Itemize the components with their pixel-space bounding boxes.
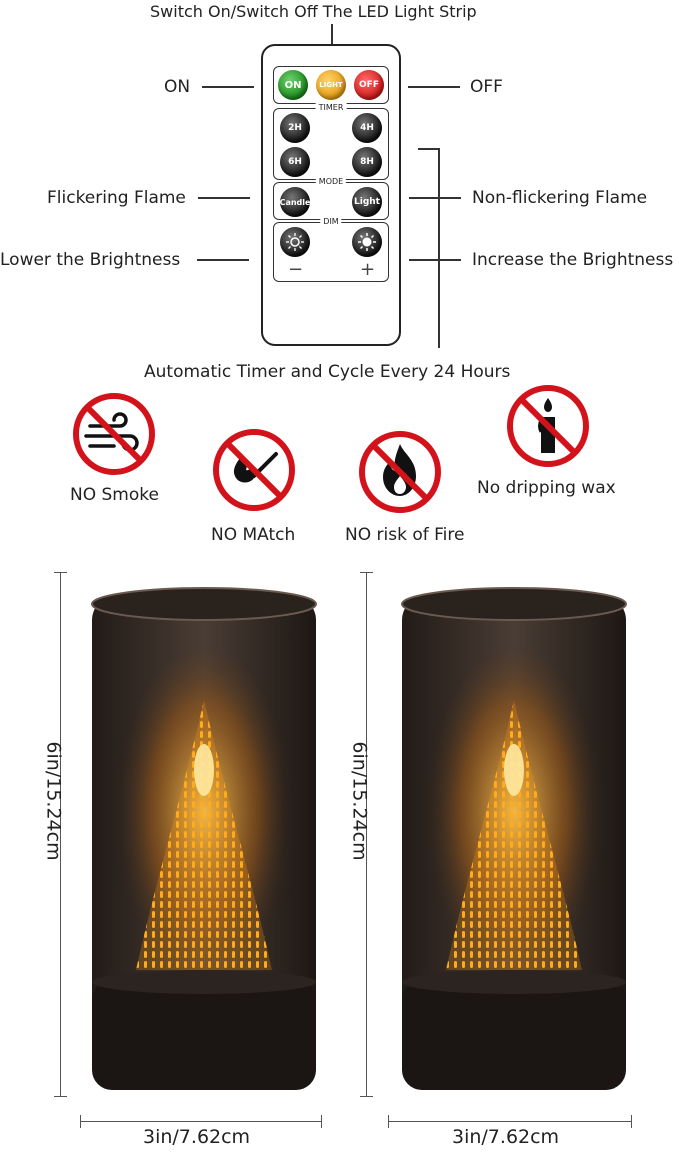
no-match-icon: [213, 429, 295, 511]
width-tick-right-b: [631, 1115, 632, 1128]
candle-mode-button[interactable]: Candle: [280, 187, 310, 217]
pointer-nonflickering: [409, 197, 461, 199]
header-label: Switch On/Switch Off The LED Light Strip: [150, 2, 477, 21]
width-tick-left-a: [80, 1115, 81, 1128]
candle-right: [401, 587, 627, 1090]
height-line-left: [60, 572, 61, 1096]
label-on: ON: [164, 77, 191, 97]
width-tick-right-a: [388, 1115, 389, 1128]
height-tick-right-top: [360, 572, 373, 573]
label-lower: Lower the Brightness: [0, 250, 181, 270]
power-group: ON LIGHT OFF: [273, 66, 389, 104]
dim-title: DIM: [320, 217, 342, 227]
label-flickering: Flickering Flame: [47, 188, 186, 208]
mode-group: MODE Candle Light: [273, 177, 389, 220]
height-tick-left-bottom: [54, 1096, 67, 1097]
pointer-on: [202, 86, 254, 88]
label-off: OFF: [470, 77, 503, 97]
width-tick-left-b: [321, 1115, 322, 1128]
height-line-right: [366, 572, 367, 1096]
on-button[interactable]: ON: [278, 70, 308, 100]
timer-8h-button[interactable]: 8H: [352, 147, 382, 177]
timer-4h-button[interactable]: 4H: [352, 113, 382, 143]
pointer-increase: [409, 259, 461, 261]
height-tick-left-top: [54, 572, 67, 573]
no-fire-icon: [359, 431, 441, 513]
light-mode-button[interactable]: Light: [352, 187, 382, 217]
light-button[interactable]: LIGHT: [316, 70, 346, 100]
no-fire-label: NO risk of Fire: [345, 525, 465, 545]
timer-bracket-top: [418, 148, 440, 150]
dim-down-button[interactable]: [280, 227, 310, 257]
off-button[interactable]: OFF: [354, 70, 384, 100]
dim-up-button[interactable]: [352, 227, 382, 257]
label-increase: Increase the Brightness: [472, 250, 674, 270]
timer-bracket-vertical: [438, 148, 440, 348]
dim-plus-sign: +: [360, 259, 376, 280]
dim-group: DIM −: [273, 217, 389, 282]
candle-left: [91, 587, 317, 1090]
timer-group: TIMER 2H 4H 6H 8H: [273, 103, 389, 180]
mode-title: MODE: [315, 177, 347, 187]
height-tick-right-bottom: [360, 1096, 373, 1097]
pointer-off: [408, 86, 460, 88]
no-wax-label: No dripping wax: [477, 478, 616, 498]
width-label-left: 3in/7.62cm: [143, 1126, 251, 1148]
height-label-right: 6in/15.24cm: [348, 741, 371, 861]
footer-label: Automatic Timer and Cycle Every 24 Hours: [144, 362, 511, 382]
timer-6h-button[interactable]: 6H: [280, 147, 310, 177]
width-line-right: [388, 1121, 632, 1122]
timer-2h-button[interactable]: 2H: [280, 113, 310, 143]
sun-bright-icon: [358, 233, 376, 251]
no-candle-icon: [507, 385, 589, 467]
no-match-label: NO MAtch: [211, 525, 296, 545]
height-label-left: 6in/15.24cm: [42, 741, 65, 861]
remote-control: ON LIGHT OFF TIMER 2H 4H 6H 8H MODE Cand…: [261, 44, 401, 346]
width-line-left: [80, 1121, 322, 1122]
pointer-lower: [197, 259, 249, 261]
dim-minus-sign: −: [288, 259, 304, 280]
no-smoke-label: NO Smoke: [70, 485, 159, 505]
sun-dim-icon: [286, 233, 304, 251]
label-nonflickering: Non-flickering Flame: [472, 188, 648, 208]
width-label-right: 3in/7.62cm: [452, 1126, 560, 1148]
timer-title: TIMER: [315, 103, 347, 113]
header-pointer-line: [331, 24, 333, 58]
no-smoke-icon: [73, 393, 155, 475]
pointer-flickering: [198, 197, 250, 199]
